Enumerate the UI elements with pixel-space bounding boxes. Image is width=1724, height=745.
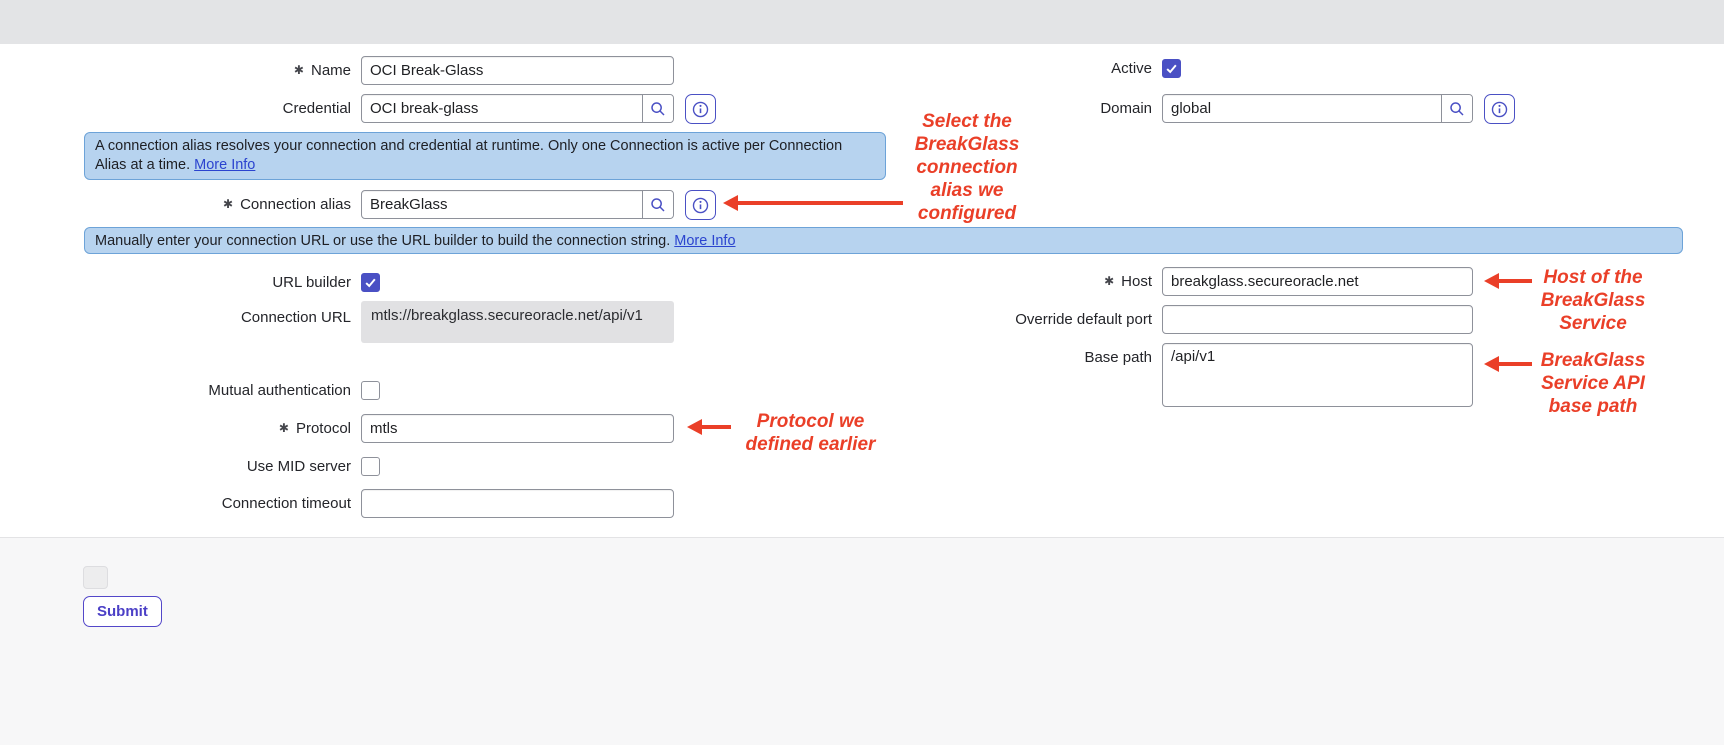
connection-alias-info-button[interactable] [685,190,716,220]
submit-button[interactable]: Submit [83,596,162,627]
name-label: ✱Name [293,62,351,79]
connection-alias-label: ✱Connection alias [223,196,351,213]
annotation-host: Host of the BreakGlass Service [1540,267,1646,334]
info-icon [1491,101,1508,117]
checkmark-icon [365,278,376,288]
domain-search-button[interactable] [1441,95,1472,122]
annotation-arrow-line [737,201,903,205]
domain-label: Domain [1100,100,1152,117]
connection-url-readonly-value: mtls://breakglass.secureoracle.net/api/v… [361,301,674,343]
credential-search-button[interactable] [642,95,673,122]
required-asterisk-icon: ✱ [293,63,304,77]
annotation-connection-alias: Select the BreakGlass connection alias w… [914,111,1020,224]
domain-info-button[interactable] [1484,94,1515,124]
top-header-bar [0,0,1724,44]
connection-alias-search-button[interactable] [642,191,673,218]
credential-info-button[interactable] [685,94,716,124]
url-builder-checkbox[interactable] [361,273,380,292]
info-icon [692,101,709,117]
url-builder-label: URL builder [272,274,351,291]
annotation-arrow-left-icon [1484,356,1499,372]
info-icon [692,197,709,213]
search-icon [651,197,665,212]
search-icon [1450,101,1464,116]
required-asterisk-icon: ✱ [278,421,289,435]
annotation-arrow-left-icon [723,195,738,211]
connection-timeout-label: Connection timeout [221,495,351,512]
form-footer [0,537,1724,745]
domain-reference-field [1162,94,1473,123]
active-checkbox[interactable] [1162,59,1181,78]
more-info-link[interactable]: More Info [674,233,736,249]
base-path-label: Base path [1084,349,1152,366]
banner-text: Manually enter your connection URL or us… [95,233,671,249]
more-info-link[interactable]: More Info [194,157,256,174]
banner-text: A connection alias resolves your connect… [95,138,843,174]
protocol-label: ✱Protocol [278,420,351,437]
annotation-base-path: BreakGlass Service API base path [1540,350,1646,417]
annotation-protocol: Protocol we defined earlier [745,411,876,455]
host-label: ✱Host [1104,273,1152,290]
mutual-authentication-label: Mutual authentication [208,382,351,399]
annotation-arrow-left-icon [687,419,702,435]
connection-timeout-input[interactable] [361,489,674,518]
url-builder-banner: Manually enter your connection URL or us… [84,227,1683,254]
mutual-authentication-checkbox[interactable] [361,381,380,400]
connection-alias-input[interactable] [362,191,642,218]
footer-collapsed-widget[interactable] [83,566,108,589]
checkmark-icon [1166,64,1177,74]
protocol-input[interactable] [361,414,674,443]
active-label: Active [1111,60,1152,77]
annotation-arrow-line [1498,362,1532,366]
use-mid-server-label: Use MID server [246,458,351,475]
credential-input[interactable] [362,95,642,122]
annotation-arrow-left-icon [1484,273,1499,289]
connection-url-label: Connection URL [240,309,351,326]
domain-input[interactable] [1163,95,1441,122]
search-icon [651,101,665,116]
credential-label: Credential [282,100,351,117]
name-input[interactable] [361,56,674,85]
base-path-textarea[interactable]: /api/v1 [1162,343,1473,407]
connection-alias-reference-field [361,190,674,219]
use-mid-server-checkbox[interactable] [361,457,380,476]
host-input[interactable] [1162,267,1473,296]
annotation-arrow-line [701,425,731,429]
override-default-port-label: Override default port [1015,311,1152,328]
required-asterisk-icon: ✱ [1104,274,1115,288]
required-asterisk-icon: ✱ [223,197,234,211]
connection-alias-banner: A connection alias resolves your connect… [84,132,886,181]
annotation-arrow-line [1498,279,1532,283]
override-default-port-input[interactable] [1162,305,1473,334]
credential-reference-field [361,94,674,123]
